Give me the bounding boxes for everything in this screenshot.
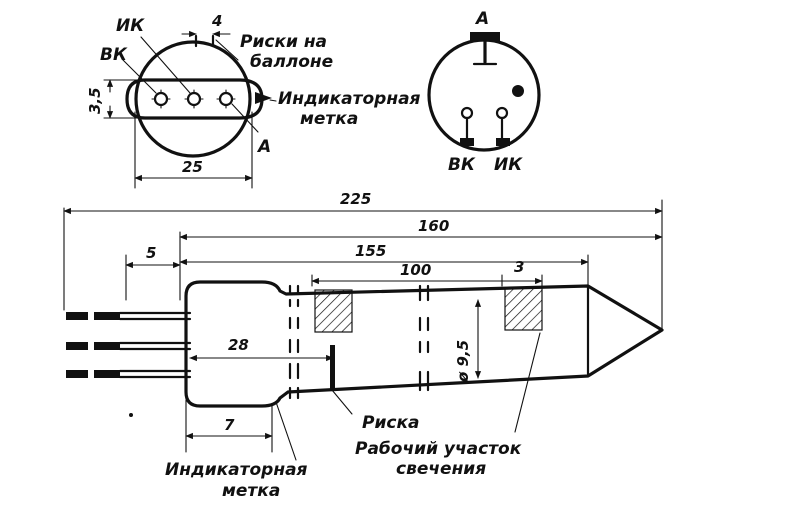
label-bottom-indicator-1: Индикаторная: [165, 460, 308, 480]
dim-3-5: 3,5: [86, 87, 104, 114]
label-base-vk: ВК: [448, 155, 476, 175]
label-work-2: свечения: [396, 459, 486, 479]
dim-225: 225: [340, 190, 371, 208]
dim-25: 25: [182, 158, 203, 176]
label-work-1: Рабочий участок: [355, 439, 522, 459]
dim-28: 28: [228, 336, 249, 354]
stray-mark: [129, 413, 133, 417]
dim-100: 100: [400, 261, 431, 279]
pin-ik: [184, 89, 204, 109]
label-riski-1: Риски на: [240, 32, 327, 52]
end-view-right: А ВК ИК: [427, 9, 541, 175]
pinch-outline: [125, 78, 264, 120]
pin-vk: [151, 89, 171, 109]
indicator-mark-shape: [255, 92, 272, 104]
dim-155: 155: [355, 242, 386, 260]
pins: [66, 311, 192, 379]
label-indicator-2: метка: [300, 109, 358, 129]
hatch-left: [314, 289, 353, 333]
label-base-ik: ИК: [494, 155, 523, 175]
bulb-outline: [184, 280, 664, 408]
tube-side-view: 225 160 155 5 100 3 28 ø 9,5 7 Риска Раб…: [63, 190, 664, 501]
anode-tab: [470, 32, 500, 41]
label-indicator-1: Индикаторная: [278, 89, 421, 109]
dim-5: 5: [146, 244, 156, 262]
end-view-left: ИК ВК А 4 Риски на баллоне Индикаторная …: [86, 12, 421, 189]
hatch-right: [504, 287, 543, 331]
bulb-end-circle: [134, 40, 252, 158]
dim-9-5: ø 9,5: [454, 340, 472, 383]
label-riska: Риска: [362, 413, 419, 433]
label-bottom-indicator-2: метка: [222, 481, 280, 501]
riska-mark: [330, 345, 335, 389]
key-dot: [512, 85, 524, 97]
label-base-a: А: [474, 9, 489, 29]
label-ik: ИК: [116, 16, 145, 36]
pin-a: [216, 89, 236, 109]
dim-160: 160: [418, 217, 449, 235]
label-riski-2: баллоне: [250, 52, 333, 72]
dim-3: 3: [514, 258, 524, 276]
label-vk: ВК: [100, 45, 128, 65]
dim-4: 4: [211, 12, 222, 30]
dim-7: 7: [224, 416, 235, 434]
label-a: А: [256, 137, 271, 157]
